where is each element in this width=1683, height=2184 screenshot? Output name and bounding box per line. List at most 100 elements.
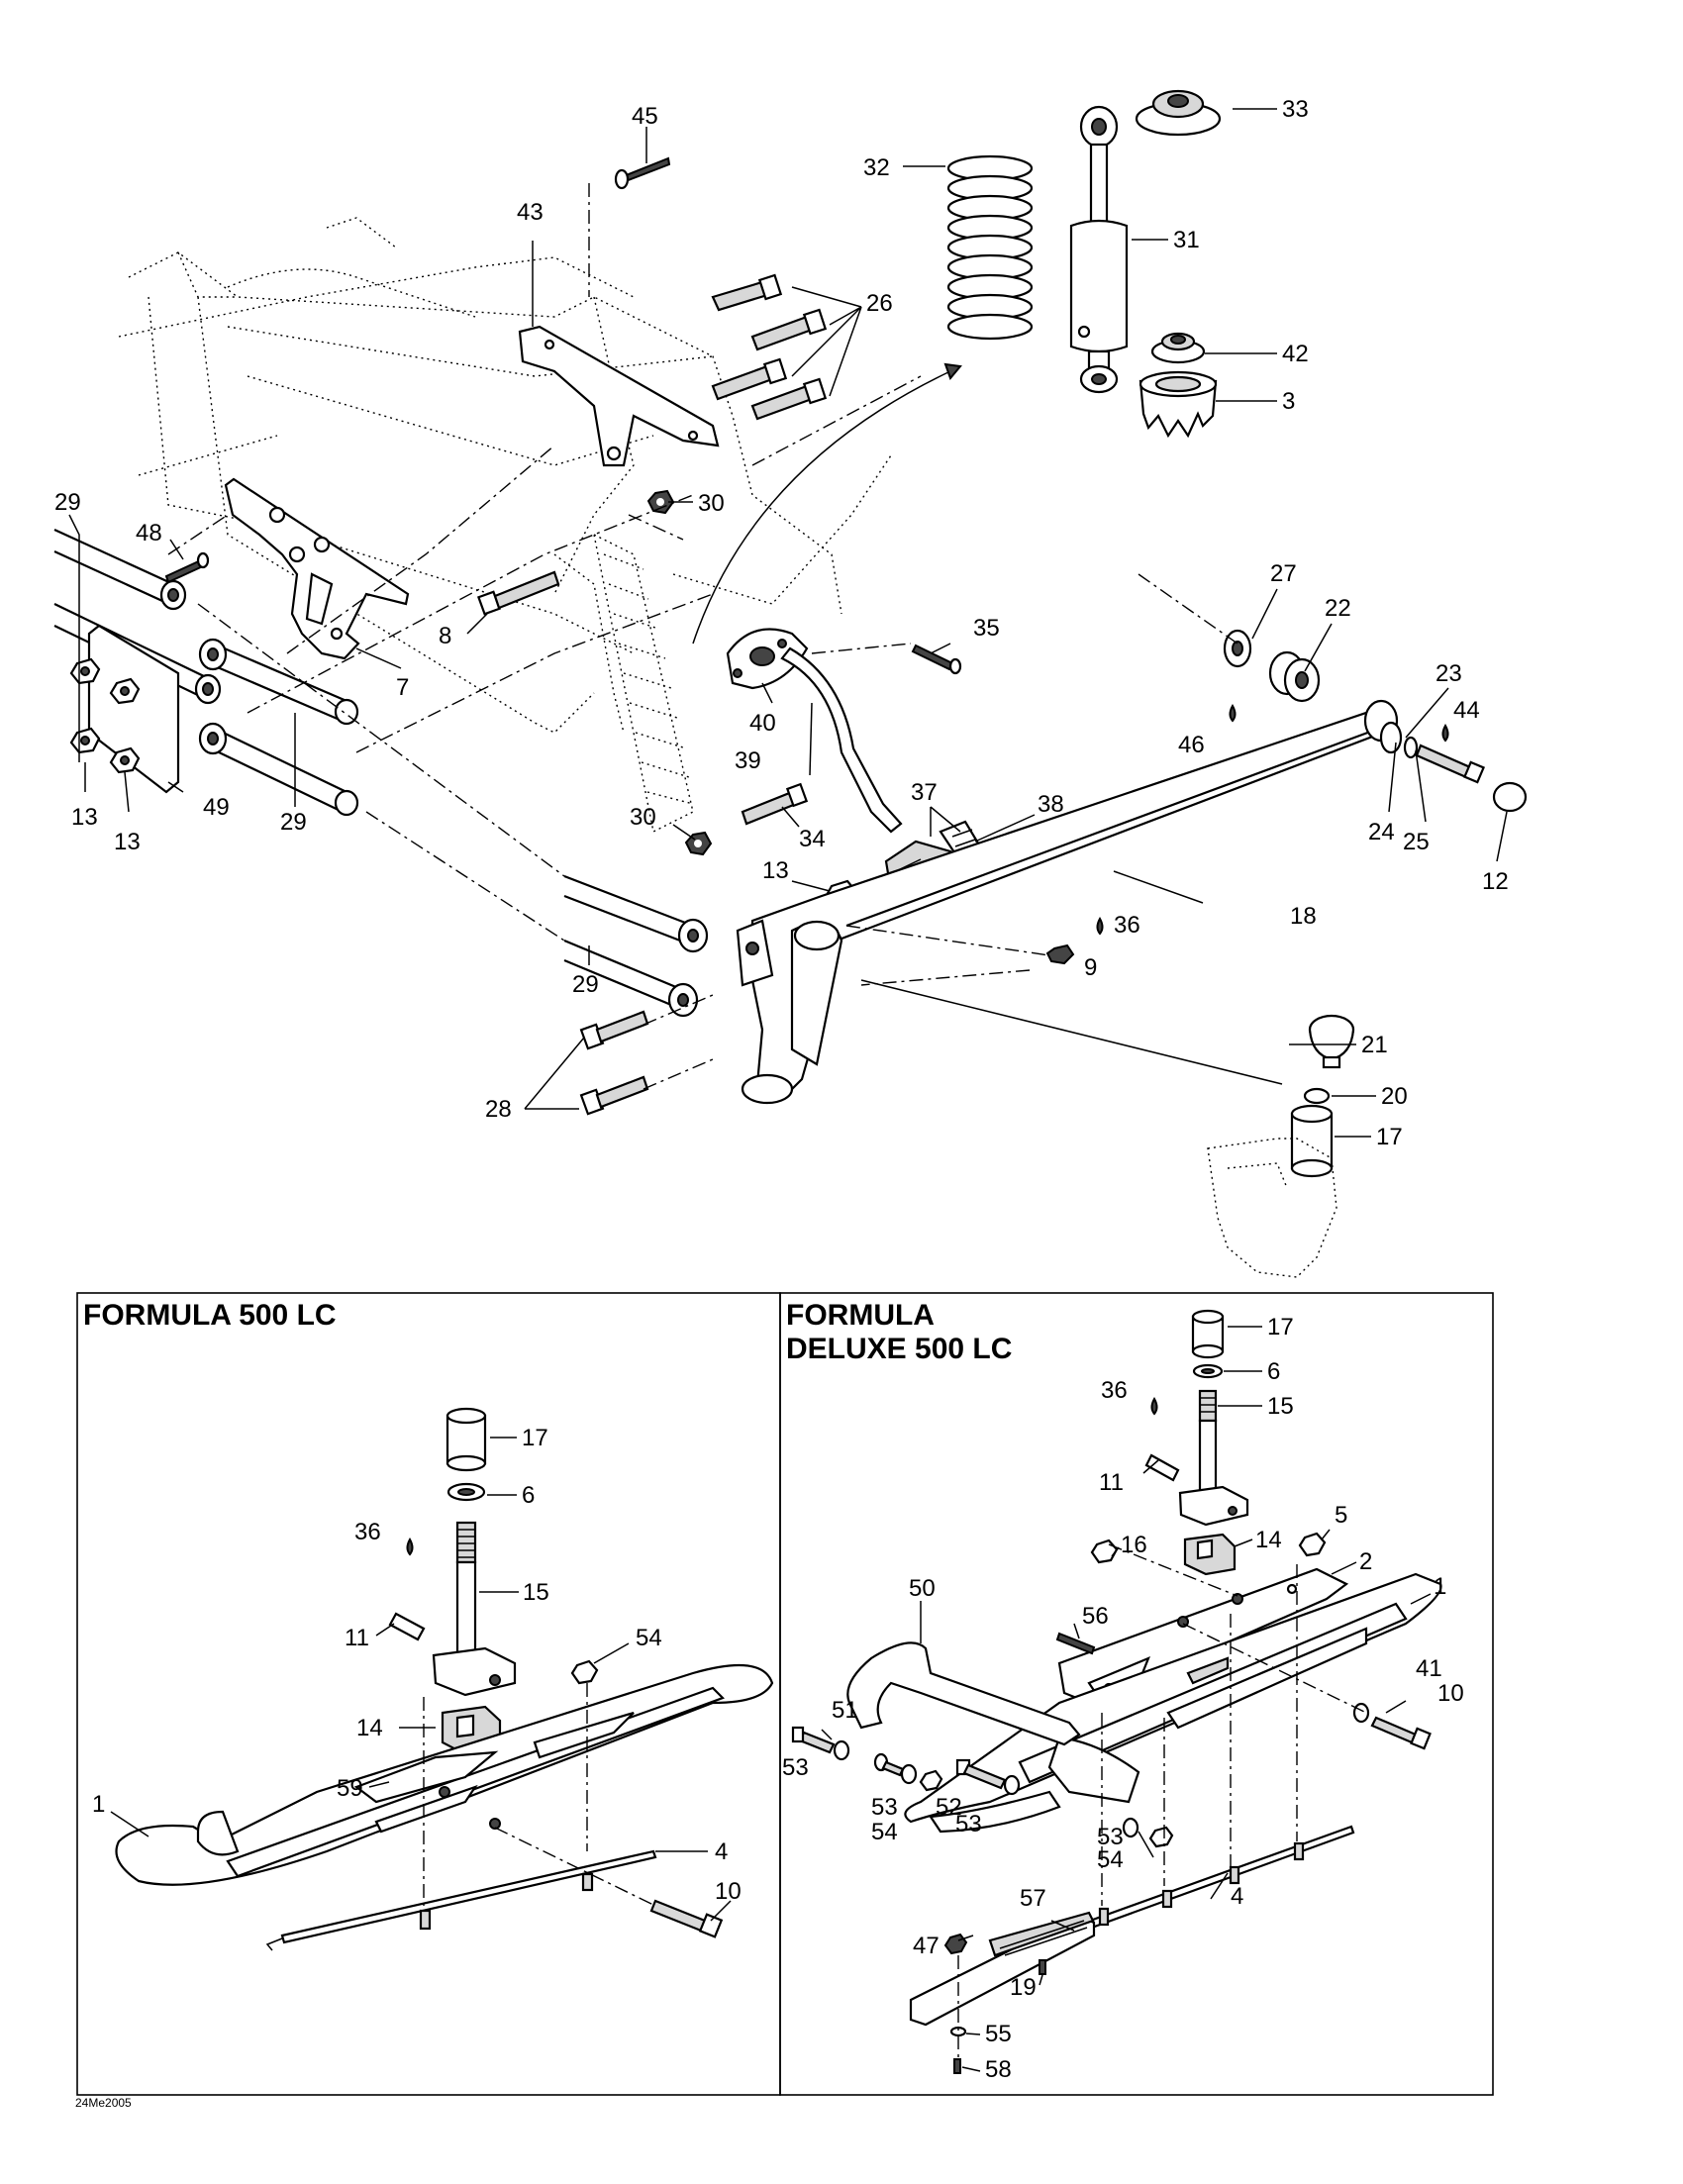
callout: 42 xyxy=(1282,341,1309,367)
bushing-17a xyxy=(1290,1104,1334,1178)
callout-numbers: 45 43 26 32 31 33 42 3 30 29 48 8 7 13 1… xyxy=(54,96,1509,2083)
callout: 48 xyxy=(136,520,162,546)
callout: 39 xyxy=(735,747,761,774)
callout: 29 xyxy=(572,971,599,998)
left-runner-4 xyxy=(265,1849,657,1951)
spring xyxy=(946,154,1034,341)
callout: 40 xyxy=(749,710,776,737)
bracket xyxy=(518,325,720,467)
spring-seat-top xyxy=(1135,89,1222,137)
callout: 22 xyxy=(1325,595,1351,622)
bolt-8 xyxy=(476,570,560,616)
right-washer-6 xyxy=(1192,1363,1224,1379)
callout: 7 xyxy=(396,674,409,701)
grease-fitting-9 xyxy=(1045,943,1075,965)
callout: 14 xyxy=(1255,1527,1282,1553)
mount-plate xyxy=(224,477,410,660)
callout: 15 xyxy=(523,1579,549,1606)
nut-30a xyxy=(646,489,675,515)
callout: 52 xyxy=(936,1794,962,1821)
callout: 36 xyxy=(1101,1377,1128,1404)
callout: 30 xyxy=(698,490,725,517)
callout: 4 xyxy=(715,1838,728,1865)
callout: 6 xyxy=(1267,1358,1280,1385)
callout: 13 xyxy=(762,857,789,884)
callout: 28 xyxy=(485,1096,512,1123)
left-spindle-15 xyxy=(432,1521,517,1697)
washer-27 xyxy=(1223,629,1252,668)
callout: 31 xyxy=(1173,227,1200,253)
callout: 24 xyxy=(1368,819,1395,845)
callout: 47 xyxy=(913,1933,940,1959)
right-handle-50 xyxy=(846,1641,1081,1746)
callout: 15 xyxy=(1267,1393,1294,1420)
callout: 54 xyxy=(636,1625,662,1651)
adjuster-ring xyxy=(1138,370,1218,439)
right-bolt-10 xyxy=(1352,1702,1432,1750)
spindle-arrow-line xyxy=(860,979,1283,1085)
left-bushing-17 xyxy=(446,1407,487,1472)
bolt-34 xyxy=(741,782,809,826)
right-drop-36 xyxy=(1150,1396,1158,1416)
nut-plate xyxy=(69,624,180,794)
right-pin-11 xyxy=(1144,1453,1180,1482)
rivet-45 xyxy=(614,156,671,190)
callout: 17 xyxy=(1267,1314,1294,1340)
shock-absorber xyxy=(1069,105,1129,394)
right-nut-47 xyxy=(943,1933,968,1955)
rear-shock-ghost xyxy=(593,533,694,834)
left-washer-6 xyxy=(446,1482,486,1502)
callout: 37 xyxy=(911,779,938,806)
callout: 46 xyxy=(1178,732,1205,758)
callout: 16 xyxy=(1121,1532,1147,1558)
left-pin-11 xyxy=(388,1612,426,1641)
bushing-22 xyxy=(1268,650,1321,703)
callout: 26 xyxy=(866,290,893,317)
right-ski xyxy=(904,1572,1442,1834)
rivet-35 xyxy=(911,644,962,675)
right-nut-16 xyxy=(1090,1539,1119,1564)
left-ski xyxy=(115,1663,774,1886)
callout: 58 xyxy=(985,2056,1012,2083)
sway-bar-arm xyxy=(780,646,903,834)
lubricant-drops xyxy=(1096,703,1449,936)
right-panel-title-line2: DELUXE 500 LC xyxy=(786,1333,1012,1365)
spring-seat-bottom xyxy=(1150,332,1206,364)
right-rivet-56 xyxy=(1055,1632,1096,1655)
callout: 12 xyxy=(1482,868,1509,895)
callout: 4 xyxy=(1231,1883,1243,1910)
callout: 18 xyxy=(1290,903,1317,930)
right-block-14 xyxy=(1183,1533,1237,1576)
callout: 11 xyxy=(345,1625,369,1651)
right-screw-58 xyxy=(953,2058,961,2074)
left-drop-36 xyxy=(406,1537,414,1556)
cap-21 xyxy=(1308,1014,1355,1069)
callout: 3 xyxy=(1282,388,1295,415)
callout: 53 xyxy=(1097,1824,1124,1850)
callout: 54 xyxy=(871,1819,898,1845)
rivet-48 xyxy=(164,551,210,584)
right-spindle-15 xyxy=(1178,1389,1249,1527)
callout: 8 xyxy=(439,623,451,649)
callout: 33 xyxy=(1282,96,1309,123)
callout: 29 xyxy=(54,489,81,516)
right-screw-19 xyxy=(1039,1959,1046,1975)
bolts-26 xyxy=(711,273,828,421)
callout: 10 xyxy=(1437,1680,1464,1707)
callout: 2 xyxy=(1359,1548,1372,1575)
callout: 29 xyxy=(280,809,307,836)
callout: 56 xyxy=(1082,1603,1109,1630)
callout: 53 xyxy=(955,1811,982,1837)
callout: 17 xyxy=(1376,1124,1403,1150)
callout: 23 xyxy=(1436,660,1462,687)
bolts-28 xyxy=(579,1010,649,1116)
callout: 55 xyxy=(985,2021,1012,2047)
callout: 1 xyxy=(92,1791,105,1818)
callout: 30 xyxy=(630,804,656,831)
leader-lines xyxy=(68,108,1508,2072)
callout: 44 xyxy=(1453,697,1480,724)
callout: 53 xyxy=(871,1794,898,1821)
callout: 51 xyxy=(832,1697,858,1724)
diagram-code: 24Me2005 xyxy=(75,2096,132,2110)
right-dash-lines xyxy=(957,1543,1367,2059)
